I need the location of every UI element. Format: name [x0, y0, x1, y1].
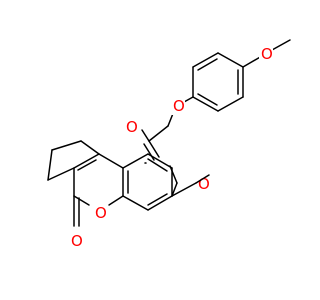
bond — [242, 55, 263, 68]
bond — [147, 153, 173, 169]
bond — [192, 96, 219, 112]
bond — [80, 140, 100, 155]
bond — [197, 58, 218, 71]
bond — [147, 193, 168, 206]
bond — [195, 174, 210, 184]
molecule-diagram: O O O O O O — [47, 39, 291, 250]
atom-o-ring: O — [93, 204, 107, 222]
oxygen-label: O — [126, 118, 138, 136]
bond — [171, 182, 197, 197]
bond — [148, 125, 169, 142]
bond — [108, 195, 124, 206]
bond — [47, 167, 75, 181]
atom-o-ether: O — [171, 97, 185, 115]
oxygen-label: O — [261, 45, 273, 63]
bond — [98, 153, 124, 169]
atom-o-methoxy: O — [259, 45, 273, 63]
bond — [197, 93, 218, 106]
bond — [217, 96, 244, 112]
bond — [271, 39, 291, 51]
pyranone-ring — [73, 153, 124, 206]
atom-o-carbonyl-ester: O — [124, 118, 138, 136]
bond — [73, 195, 90, 206]
bond — [217, 52, 244, 68]
chromenone-benzene-ring — [122, 153, 178, 211]
bond — [148, 140, 160, 158]
methoxyphenyl-ring — [192, 52, 244, 112]
structure-canvas: O O O O O O — [47, 39, 291, 250]
cyclopentane-ring — [47, 140, 100, 181]
oxygen-label: O — [95, 204, 107, 222]
bond — [141, 129, 150, 142]
atom-o-lactone-carbonyl: O — [69, 232, 83, 250]
bond — [77, 159, 97, 171]
bond — [147, 195, 173, 211]
oxygen-label: O — [173, 97, 185, 115]
bond — [47, 149, 53, 181]
bond — [51, 140, 82, 151]
oxygen-label: O — [71, 232, 83, 250]
bond — [73, 153, 100, 169]
bond — [169, 165, 178, 184]
atom-o-ester: O — [196, 175, 210, 193]
bond — [147, 158, 168, 172]
bond — [122, 153, 149, 169]
bond — [183, 96, 194, 103]
oxygen-label: O — [198, 175, 210, 193]
bond — [171, 182, 178, 197]
bond — [122, 195, 149, 211]
bond — [192, 52, 219, 68]
